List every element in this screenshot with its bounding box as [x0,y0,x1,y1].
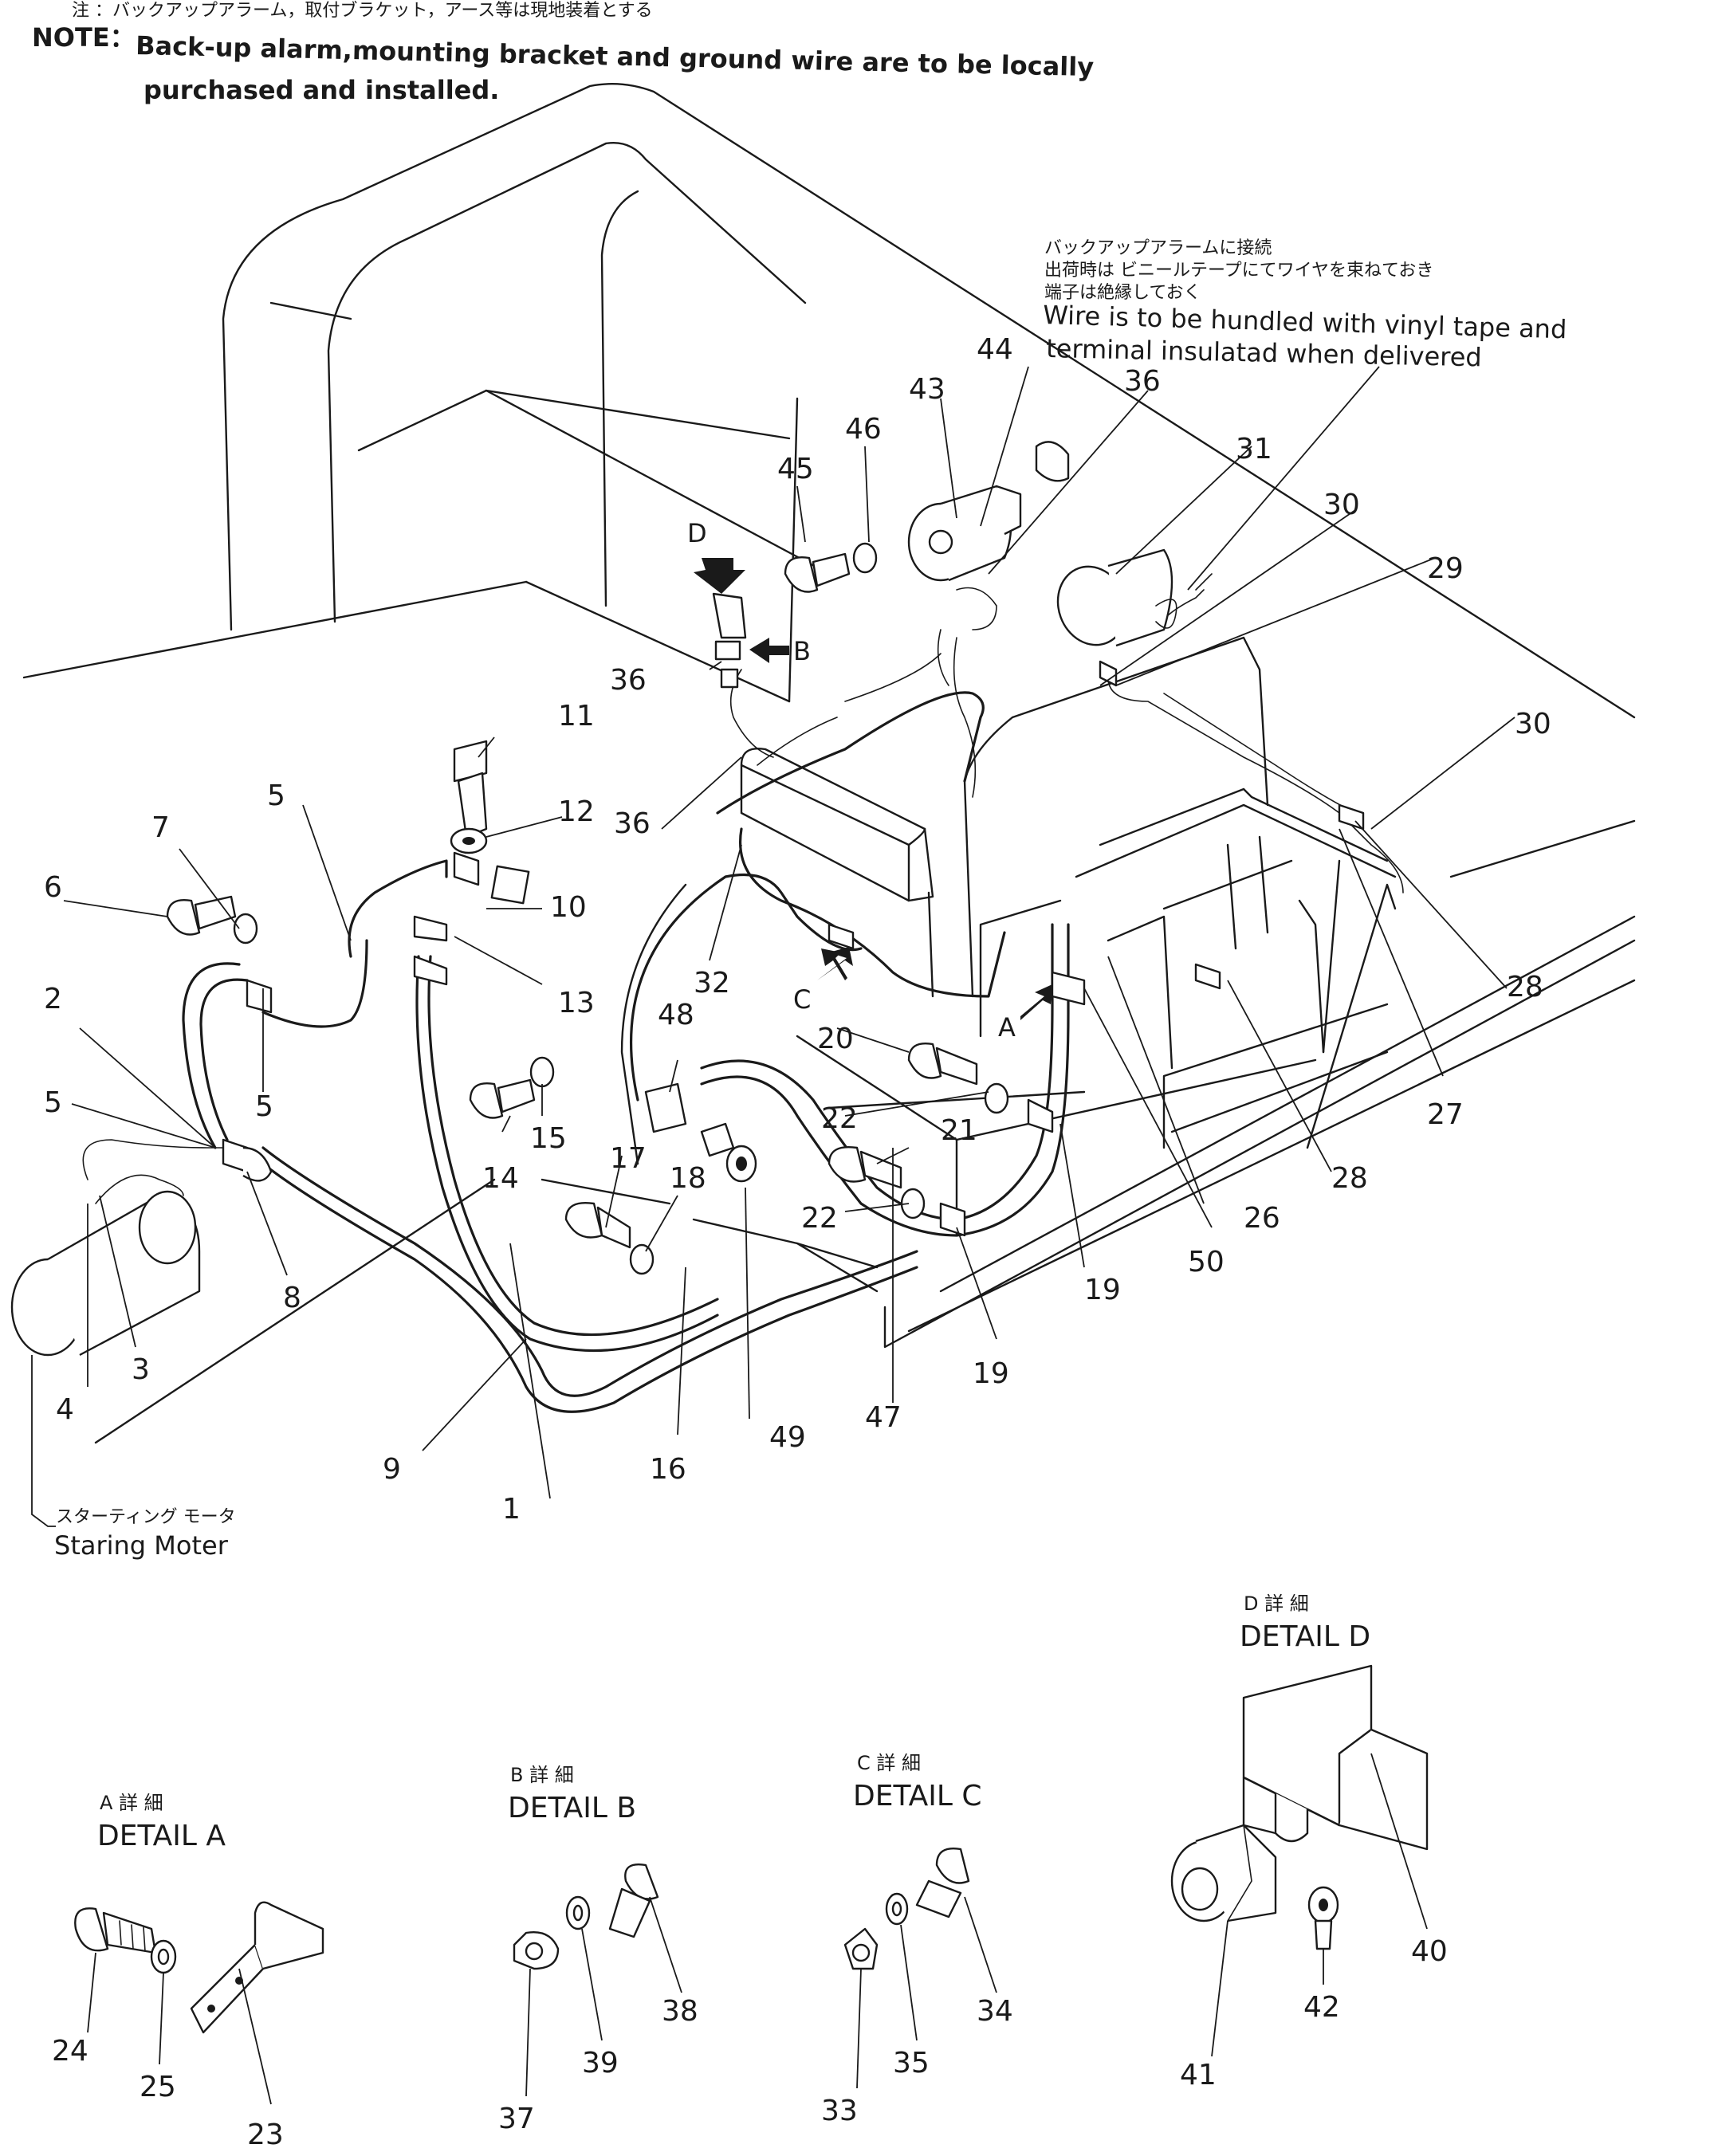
callout-12: 12 [558,795,595,828]
starting-motor-english: Staring Moter [54,1530,229,1561]
callout-5c: 5 [44,1086,62,1119]
back-up-alarm [1056,548,1213,647]
callout-16: 16 [650,1453,686,1486]
view-arrow-a-label: A [998,1012,1016,1043]
callout-5b: 5 [255,1090,273,1123]
callout-49: 49 [769,1421,806,1454]
detail-b-jp-title: B 詳 細 [510,1764,574,1786]
detail-d: D 詳 細 DETAIL D 40 41 42 [1170,1592,1448,2091]
detail-c: C 詳 細 DETAIL C 33 34 35 [821,1752,1013,2127]
detail-c-callout-35: 35 [893,2047,930,2079]
callout-7: 7 [151,811,170,844]
callout-29: 29 [1427,552,1464,585]
detail-b-callout-38: 38 [662,1995,698,2028]
wire-note-japanese-2: 出荷時は ビニールテープにてワイヤを束ねておき [1044,261,1433,281]
callout-43: 43 [909,373,945,406]
callout-26: 26 [1244,1202,1280,1235]
safety-switch [907,441,1070,630]
detail-b: B 詳 細 DETAIL B 37 38 39 [498,1764,698,2135]
callout-50: 50 [1188,1246,1225,1278]
detail-d-jp-title: D 詳 細 [1244,1592,1309,1615]
callout-44: 44 [977,333,1013,366]
callout-45: 45 [777,453,814,485]
detail-d-callout-40: 40 [1411,1935,1448,1968]
detail-c-title: DETAIL C [853,1780,982,1812]
callout-14: 14 [482,1162,519,1195]
callout-9: 9 [383,1453,401,1486]
callout-20: 20 [817,1023,854,1055]
callout-30a: 30 [1323,489,1360,521]
callout-28a: 28 [1507,971,1543,1003]
callout-31: 31 [1236,433,1272,465]
callout-1: 1 [502,1493,521,1526]
detail-c-jp-title: C 詳 細 [857,1752,921,1774]
detail-a-callout-24: 24 [52,2035,88,2068]
callout-21: 21 [941,1114,977,1147]
callout-30b: 30 [1515,708,1551,740]
note-english-line-2: purchased and installed. [143,75,499,105]
detail-a-title: DETAIL A [97,1820,226,1852]
detail-d-connector [712,592,747,689]
callout-47: 47 [865,1401,902,1434]
wire-note-japanese-1: バックアップアラームに接続 [1044,238,1272,258]
detail-c-callout-34: 34 [977,1995,1013,2028]
callout-28b: 28 [1331,1162,1368,1195]
callout-11: 11 [558,700,595,732]
callout-numbers: 1 2 3 4 5 5 5 5 6 7 8 9 10 11 12 13 14 1… [44,333,1551,1526]
callout-22a: 22 [821,1102,858,1135]
callout-32: 32 [694,967,730,999]
callout-19b: 19 [973,1357,1009,1390]
callout-15: 15 [530,1122,567,1155]
detail-b-callout-39: 39 [582,2047,619,2079]
view-arrow-d-label: D [687,518,707,548]
callout-48: 48 [658,999,694,1031]
callout-17: 17 [610,1142,647,1175]
callout-36c: 36 [614,807,651,840]
callout-10: 10 [550,891,587,924]
detail-d-callout-42: 42 [1303,1991,1340,2024]
detail-a: A 詳 細 DETAIL A 24 25 23 [52,1792,324,2151]
wire-harness [82,589,1404,1413]
view-arrow-b-label: B [793,636,811,666]
detail-d-callout-41: 41 [1180,2059,1217,2091]
callout-36a: 36 [1124,365,1161,398]
callout-18: 18 [670,1162,706,1195]
callout-22b: 22 [801,1202,838,1235]
detail-a-jp-title: A 詳 細 [100,1792,163,1814]
view-arrows: D B C A [687,518,1052,1043]
connectors-and-clamps [222,660,1365,1237]
note-label: NOTE： [32,22,136,53]
detail-c-callout-33: 33 [821,2095,858,2127]
callout-8: 8 [283,1282,301,1314]
note-japanese: 注 ：バックアップアラーム，取付ブラケット，アース等は現地装着とする [72,1,653,21]
main-view-hardware [166,542,1009,1275]
callout-3: 3 [132,1353,150,1386]
detail-d-title: DETAIL D [1240,1620,1370,1653]
detail-a-callout-25: 25 [140,2071,176,2103]
callout-19a: 19 [1084,1274,1121,1306]
callout-6: 6 [44,871,62,904]
detail-a-callout-23: 23 [247,2119,284,2151]
view-arrow-c-label: C [793,984,811,1015]
callout-2: 2 [44,983,62,1015]
starting-motor-japanese: スターティング モータ [56,1507,236,1527]
starting-motor [10,1190,201,1527]
callout-13: 13 [558,987,595,1019]
callout-27: 27 [1427,1098,1464,1131]
callout-4: 4 [56,1393,74,1426]
machine-frame [22,83,1636,1444]
detail-b-callout-37: 37 [498,2103,535,2135]
callout-36b: 36 [610,664,647,697]
leader-lines [63,366,1515,1499]
callout-46: 46 [845,413,882,446]
detail-b-title: DETAIL B [508,1792,636,1824]
callout-5a: 5 [267,780,285,812]
wire-note-japanese-3: 端子は絶縁しておく [1044,283,1201,303]
